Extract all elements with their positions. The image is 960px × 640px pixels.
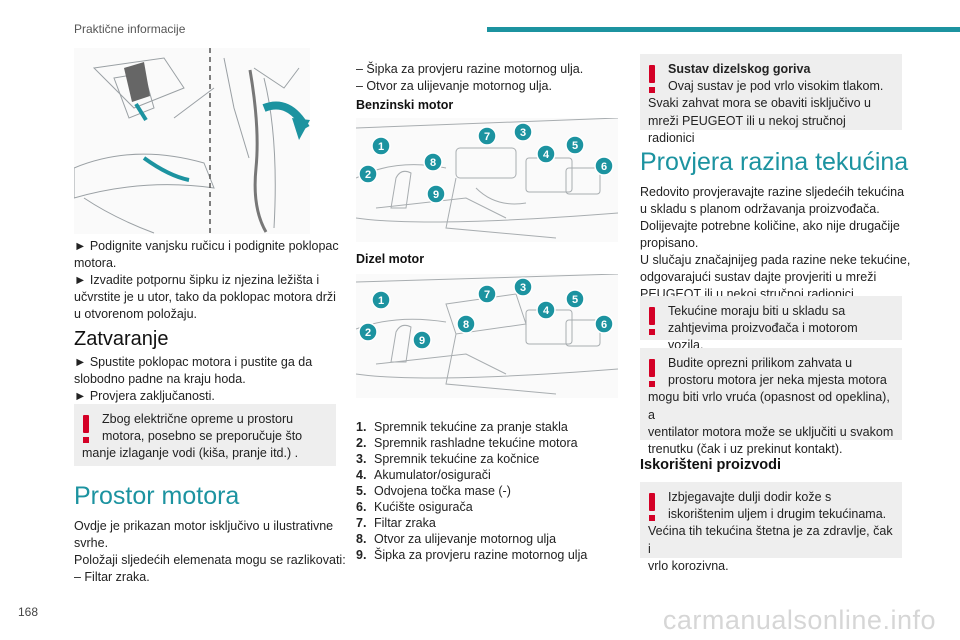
legend-item: 1.Spremnik tekućine za pranje stakla xyxy=(356,420,568,434)
warning-line: Tekućine moraju biti u skladu sa xyxy=(668,304,846,318)
callout-1: 1 xyxy=(378,141,384,153)
fluids-text-line: U slučaju značajnijeg pada razine neke t… xyxy=(640,253,911,267)
close-step-line: ► Spustite poklopac motora i pustite ga … xyxy=(74,355,313,369)
legend-item: 7.Filtar zraka xyxy=(356,516,436,530)
watermark: carmanualsonline.info xyxy=(662,605,936,635)
warning-line: motora, posebno se preporučuje što xyxy=(102,429,303,444)
warning-line: iskorištenim uljem i drugim tekućinama. xyxy=(668,507,887,522)
fluids-text-line: Redovito provjeravajte razine sljedećih … xyxy=(640,185,905,199)
legend-item: 2.Spremnik rashladne tekućine motora xyxy=(356,436,578,450)
warning-line: Izbjegavajte dulji dodir kože s xyxy=(668,490,832,504)
callout-1: 1 xyxy=(378,295,384,307)
callout-3: 3 xyxy=(520,127,526,139)
hood-support-icon xyxy=(73,48,310,234)
warning-line: Budite oprezni prilikom zahvata u xyxy=(668,356,853,370)
callout-9: 9 xyxy=(433,189,439,201)
warning-line: mreži PEUGEOT ili u nekoj stručnoj radio… xyxy=(648,113,846,145)
intro-line: – Otvor za ulijevanje motornog ulja. xyxy=(356,79,552,93)
warning-icon xyxy=(649,307,655,335)
callout-2: 2 xyxy=(365,169,371,181)
open-step-line: u otvorenom položaju. xyxy=(74,307,197,321)
petrol-engine-heading: Benzinski motor xyxy=(356,98,454,112)
legend-item: 4.Akumulator/osigurači xyxy=(356,468,491,482)
warning-icon xyxy=(83,415,89,443)
legend-item: 9.Šipka za provjeru razine motornog ulja xyxy=(356,548,588,562)
warning-icon xyxy=(649,65,655,93)
warning-line: vrlo korozivna. xyxy=(648,558,729,573)
warning-line: prostoru motora jer neka mjesta motora xyxy=(668,373,887,388)
callout-8: 8 xyxy=(430,157,436,169)
legend-item: 5.Odvojena točka mase (-) xyxy=(356,484,511,498)
engine-compartment-heading: Prostor motora xyxy=(74,482,240,510)
fluids-text-line: Dolijevajte potrebne količine, ako nije … xyxy=(640,219,900,233)
fluids-text-line: odgovarajući sustav dajte provjeriti u m… xyxy=(640,270,877,284)
callout-9: 9 xyxy=(419,335,425,347)
page-number: 168 xyxy=(18,605,39,619)
engine-text-line: Položaji sljedećih elemenata mogu se raz… xyxy=(74,553,346,567)
running-header: Praktične informacije xyxy=(74,22,186,36)
legend-item: 3.Spremnik tekućine za kočnice xyxy=(356,452,540,466)
callout-8: 8 xyxy=(463,319,469,331)
callout-6: 6 xyxy=(601,161,607,173)
callout-7: 7 xyxy=(484,131,490,143)
legend-item: 8.Otvor za ulijevanje motornog ulja xyxy=(356,532,557,546)
callout-4: 4 xyxy=(543,149,550,161)
warning-icon xyxy=(649,359,655,387)
warning-box-electrical: Zbog električne opreme u prostoru motora… xyxy=(74,404,336,466)
callout-4: 4 xyxy=(543,305,550,317)
engine-text-line: svrhe. xyxy=(74,536,109,550)
callout-3: 3 xyxy=(520,282,526,294)
diesel-engine-diagram: 1 2 3 4 5 6 7 8 9 xyxy=(355,273,619,398)
warning-title: Sustav dizelskog goriva xyxy=(668,62,811,76)
fluids-text-line: propisano. xyxy=(640,236,699,250)
header-accent-bar xyxy=(487,27,960,32)
callout-7: 7 xyxy=(484,289,490,301)
diesel-engine-heading: Dizel motor xyxy=(356,252,425,266)
callout-6: 6 xyxy=(601,319,607,331)
warning-line: Zbog električne opreme u prostoru xyxy=(102,412,294,426)
callout-5: 5 xyxy=(572,294,578,306)
warning-box-hot-engine: Budite oprezni prilikom zahvata u prosto… xyxy=(640,348,902,456)
open-step-line: motora. xyxy=(74,256,117,270)
engine-text-line: – Filtar zraka. xyxy=(74,570,150,584)
open-step-line: učvrstite je u utor, tako da poklopac mo… xyxy=(74,290,336,304)
open-step-line: ► Podignite vanjsku ručicu i podignite p… xyxy=(74,239,339,253)
warning-line: trenutku (čak i uz prekinut kontakt). xyxy=(648,442,843,457)
warning-line: Većina tih tekućina štetna je za zdravlj… xyxy=(648,524,893,556)
callout-5: 5 xyxy=(572,140,578,152)
warning-line: manje izlaganje vodi (kiša, pranje itd.)… xyxy=(82,446,299,461)
warning-line: ventilator motora može se uključiti u sv… xyxy=(648,424,894,439)
warning-line: Svaki zahvat mora se obaviti isključivo … xyxy=(648,96,872,111)
close-step-line: ► Provjera zaključanosti. xyxy=(74,389,215,403)
warning-box-fluids-spec: Tekućine moraju biti u skladu sa zahtjev… xyxy=(640,296,902,352)
closing-heading: Zatvaranje xyxy=(74,328,169,350)
used-products-heading: Iskorišteni proizvodi xyxy=(640,457,781,473)
warning-line: mogu biti vrlo vruća (opasnost od opekli… xyxy=(648,390,890,422)
close-step-line: slobodno padne na kraju hoda. xyxy=(74,372,246,386)
petrol-engine-diagram: 1 2 3 4 5 6 7 8 9 xyxy=(355,117,619,242)
fluid-levels-heading: Provjera razina tekućina xyxy=(640,148,909,176)
engine-icon: 1 2 3 4 5 6 7 8 9 xyxy=(355,117,619,239)
engine-icon: 1 2 3 4 5 6 7 8 9 xyxy=(355,273,619,395)
callout-2: 2 xyxy=(365,327,371,339)
legend-item: 6.Kućište osigurača xyxy=(356,500,473,514)
hood-opening-illustration xyxy=(73,48,310,234)
intro-line: – Šipka za provjeru razine motornog ulja… xyxy=(356,62,584,76)
warning-box-diesel-system: Sustav dizelskog goriva Ovaj sustav je p… xyxy=(640,54,902,145)
fluids-text-line: u skladu s planom održavanja proizvođača… xyxy=(640,202,880,216)
warning-icon xyxy=(649,493,655,521)
engine-text-line: Ovdje je prikazan motor isključivo u ilu… xyxy=(74,519,334,533)
warning-line: Ovaj sustav je pod vrlo visokim tlakom. xyxy=(668,79,884,94)
open-step-line: ► Izvadite potpornu šipku iz njezina lež… xyxy=(74,273,320,287)
warning-box-used-products: Izbjegavajte dulji dodir kože s iskorišt… xyxy=(640,482,902,573)
